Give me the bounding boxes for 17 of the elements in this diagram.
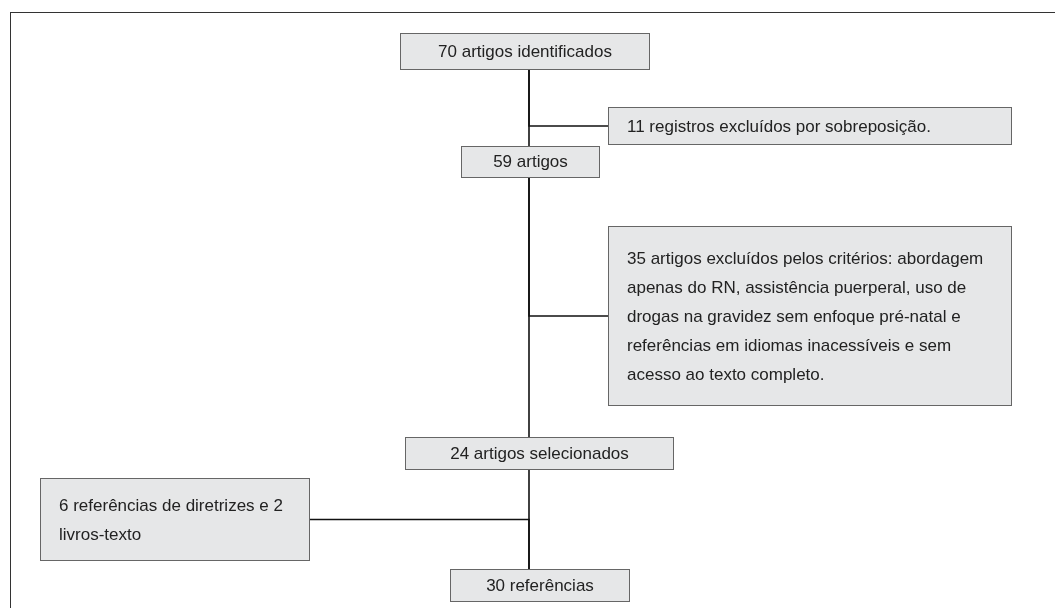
process-box	[400, 33, 650, 70]
connector-line	[528, 177, 609, 317]
box-text: 35 artigos excluídos pelos critérios: abordagem apenas do RN, assistência puerperal, uso de drogas na gravidez sem enfoque pré-natal e referências em idiomas inacessíveis e sem acesso ao texto completo.	[627, 247, 985, 386]
process-box	[40, 478, 310, 561]
process-box	[450, 569, 630, 602]
process-box	[461, 146, 600, 178]
box-text: 30 referências	[486, 575, 594, 596]
box-text: 6 referências de diretrizes e 2 livros-texto	[59, 494, 284, 546]
box-text: 70 artigos identificados	[438, 41, 612, 62]
process-box	[405, 437, 674, 470]
box-text: 24 artigos selecionados	[450, 443, 629, 464]
process-box	[608, 226, 1012, 406]
process-box	[608, 107, 1012, 145]
box-text: 59 artigos	[493, 152, 568, 172]
connector-line	[528, 69, 609, 127]
box-text: 11 registros excluídos por sobreposição.	[627, 115, 931, 138]
connector-line	[309, 518, 530, 570]
